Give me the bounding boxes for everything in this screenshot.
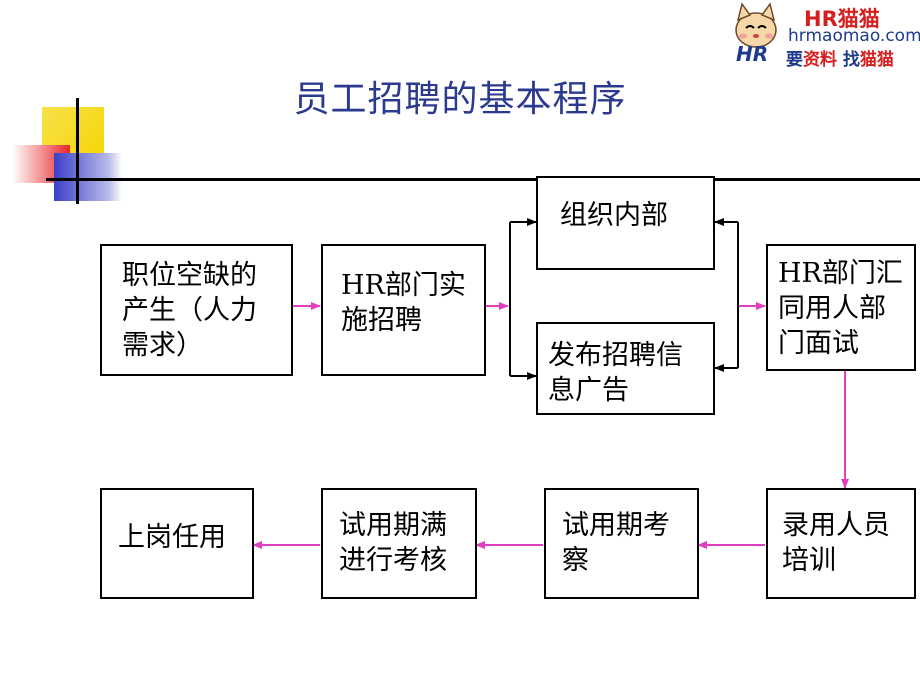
- logo-slogan: 要资料 找猫猫: [786, 45, 894, 70]
- box-internal: 组织内部: [536, 176, 715, 270]
- box-onboard: 上岗任用: [100, 488, 254, 599]
- slogan-pre: 要: [786, 50, 803, 70]
- slogan-mid2: 找: [842, 50, 860, 70]
- decor-vertical-line: [76, 98, 79, 204]
- logo-badge: HR: [736, 42, 769, 66]
- page-title: 员工招聘的基本程序: [293, 79, 627, 120]
- box-training: 录用人员培训: [766, 488, 916, 599]
- box-vacancy: 职位空缺的产生（人力需求）: [100, 244, 293, 376]
- brand-logo: HR HR猫猫 hrmaomao.com 要资料 找猫猫: [726, 0, 920, 70]
- slogan-mid1: 资料: [803, 50, 837, 70]
- box-probation-review: 试用期满进行考核: [321, 488, 477, 599]
- cat-icon: [735, 2, 777, 48]
- logo-brand: HR猫猫: [804, 7, 880, 31]
- box-interview: HR部门汇同用人部门面试: [766, 244, 916, 371]
- decor-blue-square: [54, 153, 122, 201]
- decor-horizontal-line: [46, 178, 920, 181]
- box-hr-dept: HR部门实施招聘: [321, 244, 486, 376]
- logo-site: hrmaomao.com: [788, 26, 920, 46]
- box-ads: 发布招聘信息广告: [536, 322, 715, 415]
- slogan-end: 猫猫: [859, 50, 894, 70]
- box-probation: 试用期考察: [544, 488, 699, 599]
